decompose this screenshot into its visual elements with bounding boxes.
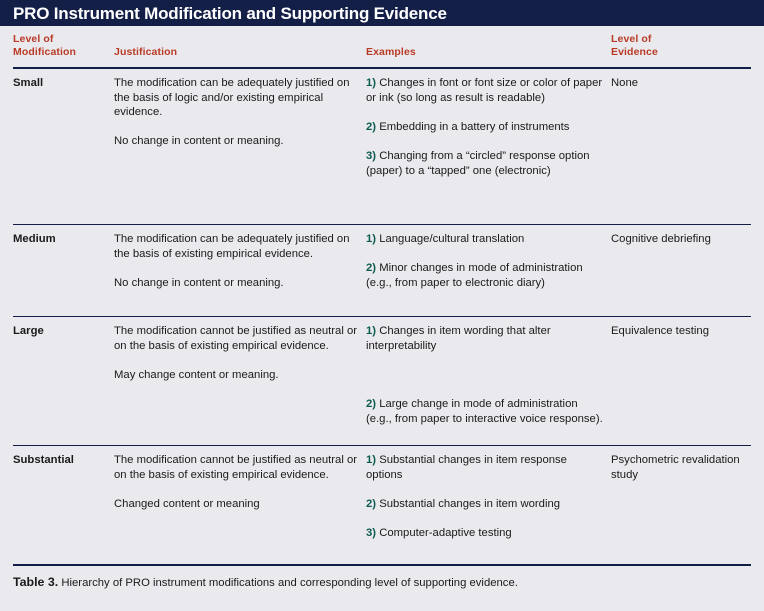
justification-paragraph: No change in content or meaning.	[114, 135, 284, 148]
example-number: 2)	[366, 497, 377, 510]
justification-paragraph: Changed content or meaning	[114, 497, 260, 510]
row-examples: 1) Changes in item wording that alter in…	[366, 324, 606, 426]
caption-label: Table 3.	[13, 575, 59, 589]
row-examples: 1) Changes in font or font size or color…	[366, 76, 606, 178]
example-text: Substantial changes in item wording	[379, 497, 561, 510]
justification-paragraph: May change content or meaning.	[114, 368, 279, 381]
row-divider-rule	[13, 316, 751, 317]
justification-paragraph: The modification cannot be justified as …	[114, 325, 358, 352]
example-item: 1) Changes in font or font size or color…	[366, 76, 606, 105]
justification-paragraph: No change in content or meaning.	[114, 276, 284, 289]
header-divider-rule	[13, 67, 751, 69]
example-text: Minor changes in mode of administration …	[366, 262, 583, 289]
example-item: 2) Embedding in a battery of instruments	[366, 120, 606, 135]
example-item: 1) Language/cultural translation	[366, 232, 606, 247]
page-title: PRO Instrument Modification and Supporti…	[13, 3, 447, 23]
figure-title-bar: PRO Instrument Modification and Supporti…	[0, 0, 764, 26]
row-justification: The modification cannot be justified as …	[114, 324, 362, 382]
row-level-label: Small	[13, 77, 44, 89]
column-header-justification: Justification	[114, 45, 178, 58]
figure-caption: Table 3. Hierarchy of PRO instrument mod…	[0, 566, 764, 590]
example-text: Computer-adaptive testing	[379, 526, 512, 539]
example-text: Language/cultural translation	[379, 233, 525, 245]
row-justification: The modification can be adequately justi…	[114, 76, 362, 149]
example-item: 3) Computer-adaptive testing	[366, 526, 606, 541]
examples-spacer	[366, 368, 606, 383]
example-text: Changes in font or font size or color of…	[366, 77, 603, 104]
example-item: 2) Large change in mode of administratio…	[366, 397, 606, 426]
row-examples: 1) Substantial changes in item response …	[366, 453, 606, 541]
example-text: Substantial changes in item response opt…	[366, 454, 567, 481]
example-number: 2)	[366, 120, 377, 133]
table-row: Medium The modification can be adequatel…	[0, 225, 764, 316]
example-number: 1)	[366, 325, 377, 337]
example-number: 1)	[366, 77, 377, 89]
caption-text: Hierarchy of PRO instrument modification…	[61, 577, 518, 589]
example-number: 3)	[366, 149, 377, 162]
column-header-examples: Examples	[366, 45, 416, 58]
example-text: Embedding in a battery of instruments	[379, 120, 570, 133]
row-divider-rule	[13, 445, 751, 446]
row-justification: The modification cannot be justified as …	[114, 453, 362, 511]
column-header-level-of-evidence: Level of Evidence	[611, 33, 658, 58]
row-examples: 1) Language/cultural translation 2) Mino…	[366, 232, 606, 290]
row-evidence: Cognitive debriefing	[611, 233, 711, 245]
row-level-label: Large	[13, 325, 44, 337]
example-item: 1) Substantial changes in item response …	[366, 453, 606, 482]
row-level-label: Medium	[13, 233, 56, 245]
table-row: Small The modification can be adequately…	[0, 69, 764, 224]
caption-divider-rule	[13, 564, 751, 566]
justification-paragraph: The modification can be adequately justi…	[114, 77, 350, 119]
table-row: Substantial The modification cannot be j…	[0, 446, 764, 564]
example-number: 2)	[366, 262, 377, 275]
justification-paragraph: The modification cannot be justified as …	[114, 454, 358, 481]
row-evidence: Equivalence testing	[611, 325, 709, 337]
justification-paragraph: The modification can be adequately justi…	[114, 233, 350, 260]
examples-spacer	[366, 382, 606, 397]
example-item: 2) Minor changes in mode of administrati…	[366, 261, 606, 290]
example-number: 1)	[366, 233, 377, 245]
example-number: 1)	[366, 454, 377, 466]
example-item: 2) Substantial changes in item wording	[366, 497, 606, 512]
row-evidence: Psychometric revalidation study	[611, 454, 740, 481]
example-item: 3) Changing from a “circled” response op…	[366, 149, 606, 178]
example-number: 2)	[366, 397, 377, 410]
column-header-level-of-modification: Level of Modification	[13, 33, 77, 58]
row-divider-rule	[13, 224, 751, 225]
column-header-row: Level of Modification Justification Exam…	[0, 26, 764, 67]
example-text: Changes in item wording that alter inter…	[366, 325, 551, 352]
example-text: Large change in mode of administration (…	[366, 397, 603, 425]
example-item: 1) Changes in item wording that alter in…	[366, 324, 606, 353]
row-evidence: None	[611, 77, 639, 89]
row-justification: The modification can be adequately justi…	[114, 232, 362, 290]
table-row: Large The modification cannot be justifi…	[0, 317, 764, 445]
example-text: Changing from a “circled” response optio…	[366, 149, 590, 177]
row-level-label: Substantial	[13, 454, 74, 466]
example-number: 3)	[366, 526, 377, 539]
